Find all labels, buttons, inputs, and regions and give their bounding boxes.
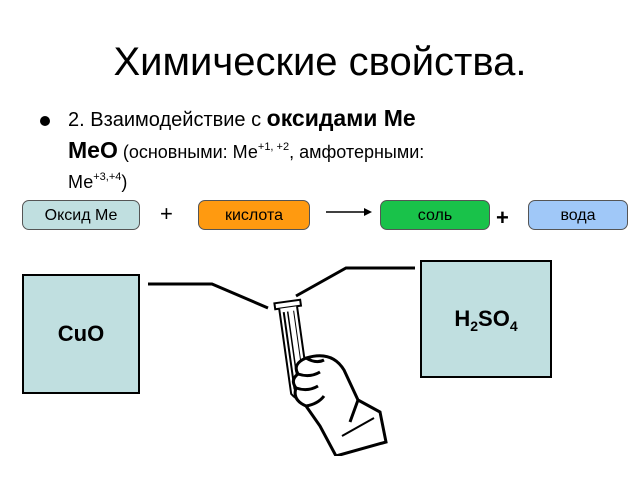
salt-pill: соль xyxy=(380,200,490,230)
bullet-basic-text: (основными: Ме xyxy=(117,142,258,162)
bullet-sup-1: +1, +2 xyxy=(257,141,290,153)
bullet-sup-2: +3,+4 xyxy=(93,171,122,183)
bullet-bold-2: МеО xyxy=(68,137,118,163)
h2so4-box: H2SO4 xyxy=(420,260,552,378)
bullet-close-paren: ) xyxy=(121,172,128,192)
reaction-arrow-icon xyxy=(326,208,372,216)
cuo-box: CuO xyxy=(22,274,140,394)
bullet-amph-text: , амфотерными: xyxy=(289,142,425,162)
slide-title: Химические свойства. xyxy=(113,40,527,84)
h2so4-label: H2SO4 xyxy=(454,306,518,334)
bullet-bold-1: оксидами Ме xyxy=(266,105,416,131)
acid-pill: кислота xyxy=(198,200,310,230)
bullet-dot-icon xyxy=(40,116,50,126)
bullet-prefix: 2. Взаимодействие с xyxy=(68,109,267,131)
bullet-text: 2. Взаимодействие с оксидами Ме МеО (осн… xyxy=(68,103,538,197)
plus-sign-1: + xyxy=(160,201,173,226)
water-pill: вода xyxy=(528,200,628,230)
cuo-label: CuO xyxy=(57,321,105,346)
oxide-pill: Оксид Ме xyxy=(22,200,140,230)
bullet-me-text: Ме xyxy=(68,172,94,192)
hand-test-tube-icon xyxy=(273,298,388,456)
plus-sign-2: + xyxy=(496,205,509,230)
